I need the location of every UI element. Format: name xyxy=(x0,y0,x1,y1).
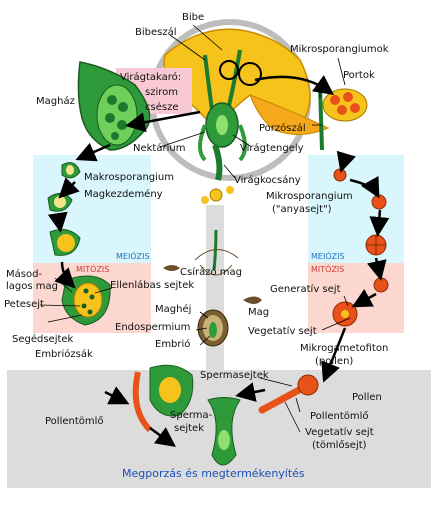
label-porzoszal: Porzószál xyxy=(259,122,306,134)
label-makrosporangium: Makrosporangium xyxy=(84,172,174,183)
label-spermasejtek-top: Spermasejtek xyxy=(200,370,269,381)
label-mikrogametofiton-2: (pollen) xyxy=(315,356,353,367)
label-mitozis-left: MITÓZIS xyxy=(76,263,109,274)
label-vegetativ-tomlo-2: (tömlősejt) xyxy=(312,439,367,451)
label-mikrogametofiton-1: Mikrogametofiton xyxy=(300,343,388,354)
ovule-sequence xyxy=(47,162,111,326)
label-meiozis-left: MEIÓZIS xyxy=(116,250,150,261)
label-bibe: Bibe xyxy=(182,12,204,23)
label-mikrosporangium-2: ("anyasejt") xyxy=(272,204,332,215)
label-csesze: csésze xyxy=(145,101,178,113)
label-nektarium: Nektárium xyxy=(133,142,185,154)
label-meiozis-right: MEIÓZIS xyxy=(311,250,345,261)
label-viragtakaro: Virágtakaró: xyxy=(120,71,181,83)
label-maghej: Maghéj xyxy=(155,303,191,315)
label-szirom: szirom xyxy=(145,87,178,98)
label-masodlagos-1: Másod- xyxy=(6,268,42,280)
label-masodlagos-2: lagos mag xyxy=(6,281,58,292)
label-portok: Portok xyxy=(343,70,375,81)
flower-illustration xyxy=(163,28,330,181)
label-pollentomlo-right: Pollentömlő xyxy=(310,410,369,422)
label-sperma-2: sejtek xyxy=(174,423,204,434)
label-petesejt: Petesejt xyxy=(4,299,44,310)
label-mag: Mag xyxy=(248,307,269,318)
label-pollentomlo-left: Pollentömlő xyxy=(45,415,104,427)
flow-arrows xyxy=(47,75,390,447)
label-embrio: Embrió xyxy=(155,338,190,350)
fertilization-illustration xyxy=(132,364,319,466)
label-csirazo-mag: Csírázó mag xyxy=(180,266,242,278)
germinating-seed-illustration xyxy=(163,186,262,347)
label-magkezdemeny: Magkezdemény xyxy=(84,188,163,200)
caption-megporzas: Megporzás és megtermékenyítés xyxy=(122,467,305,480)
label-pollen: Pollen xyxy=(352,392,382,403)
pollen-sequence xyxy=(332,168,389,327)
label-ellenlabas: Ellenlábas sejtek xyxy=(110,279,194,291)
label-maghaz: Magház xyxy=(36,95,75,107)
label-mitozis-right: MITÓZIS xyxy=(311,263,344,274)
label-sperma-1: Sperma- xyxy=(170,410,213,421)
label-viragkocsany: Virágkocsány xyxy=(234,174,301,186)
label-bibeszal: Bibeszál xyxy=(135,26,177,38)
label-viragtengely: Virágtengely xyxy=(240,142,304,154)
label-vegetativ-sejt: Vegetatív sejt xyxy=(248,325,317,337)
label-embriozsak: Embriózsák xyxy=(35,348,93,360)
label-mikrosporangium-1: Mikrosporangium xyxy=(266,191,353,202)
meiosis-zone-right xyxy=(308,155,404,263)
label-segedsejtek: Segédsejtek xyxy=(12,333,74,345)
label-mikrosporangiumok: Mikrosporangiumok xyxy=(290,44,389,55)
label-vegetativ-tomlo-1: Vegetatív sejt xyxy=(305,426,374,438)
anther-illustration xyxy=(318,84,368,151)
label-endospermium: Endospermium xyxy=(115,322,190,333)
label-generativ-sejt: Generatív sejt xyxy=(270,283,341,295)
leader-lines xyxy=(39,24,351,433)
